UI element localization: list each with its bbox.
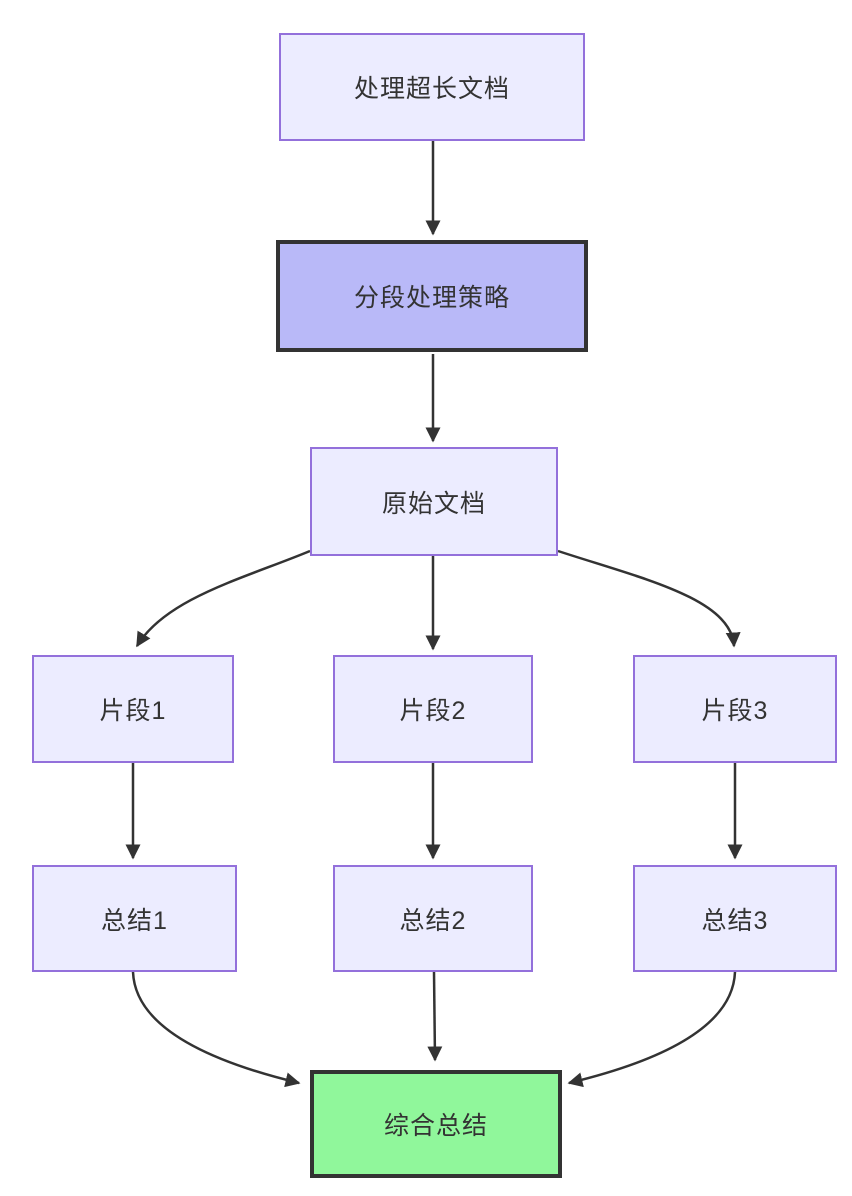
- node-segment-1: 片段1: [32, 655, 234, 763]
- node-summary-3: 总结3: [633, 865, 837, 972]
- node-original-document: 原始文档: [310, 447, 558, 556]
- edge-summary1-final: [131, 971, 301, 1088]
- node-segment-3: 片段3: [633, 655, 837, 763]
- edge-summary2-final: [427, 971, 443, 1062]
- node-summary-2: 总结2: [333, 865, 533, 972]
- node-start: 处理超长文档: [279, 33, 585, 141]
- edge-original-segment1: [135, 549, 311, 648]
- edge-original-segment3: [557, 549, 741, 648]
- node-segment-2: 片段2: [333, 655, 533, 763]
- node-strategy: 分段处理策略: [276, 240, 588, 352]
- edge-summary3-final: [567, 971, 737, 1088]
- node-summary-1: 总结1: [32, 865, 237, 972]
- node-final-summary: 综合总结: [310, 1070, 562, 1178]
